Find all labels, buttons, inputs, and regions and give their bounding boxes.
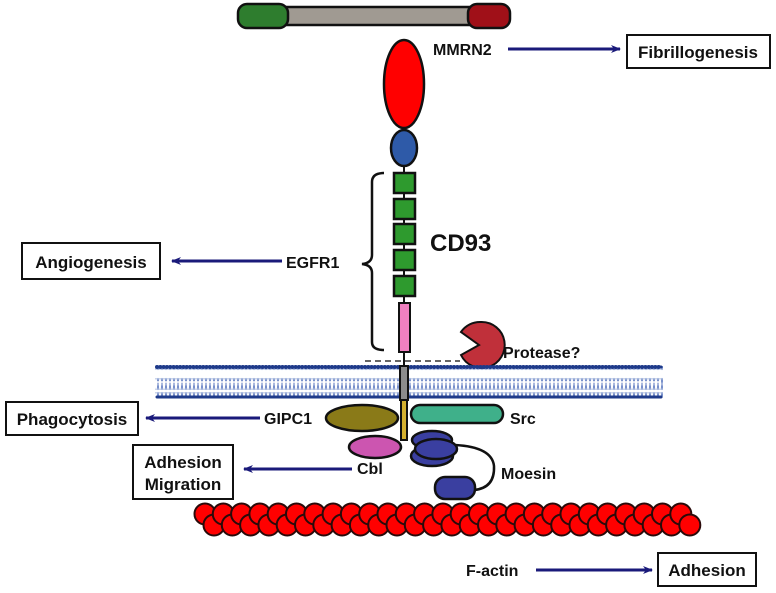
angiogenesis-box xyxy=(21,242,161,280)
egfr1-label: EGFR1 xyxy=(286,255,339,272)
src-label: Src xyxy=(510,411,536,428)
egf-domain xyxy=(392,248,417,272)
cd93-transmembrane-domain xyxy=(399,365,409,401)
mmrn2-label: MMRN2 xyxy=(433,42,492,59)
phagocytosis-label: Phagocytosis xyxy=(17,410,128,429)
fibrillogenesis-label: Fibrillogenesis xyxy=(638,43,758,62)
protease-label: Protease? xyxy=(503,345,580,362)
cd93-sushi-domain xyxy=(389,128,419,168)
angiogenesis-label: Angiogenesis xyxy=(35,253,146,272)
cd93-egf-domains xyxy=(392,171,417,298)
fibrillogenesis-box xyxy=(626,34,771,69)
cbl-protein xyxy=(347,434,403,460)
gipc1-protein xyxy=(324,403,400,433)
factin-label: F-actin xyxy=(466,563,518,580)
mmrn2-molecule xyxy=(236,2,512,30)
moesin-ferm-domain xyxy=(433,475,477,501)
moesin-label: Moesin xyxy=(501,466,556,483)
adhesion-label: Adhesion xyxy=(668,561,745,580)
mmrn2-left-domain xyxy=(236,2,290,30)
egf-domain xyxy=(392,274,417,298)
adhesion-box xyxy=(657,552,757,587)
cd93-ctld-domain xyxy=(382,38,426,130)
src-protein xyxy=(409,403,505,425)
gipc1-label: GIPC1 xyxy=(264,411,312,428)
moesin-linker xyxy=(454,443,496,492)
adhesion-migration-box xyxy=(132,444,234,500)
moesin-protein xyxy=(409,429,496,501)
egf-domain xyxy=(392,171,417,195)
phagocytosis-box xyxy=(5,401,139,436)
adhesion-migration-line2: Migration xyxy=(145,475,222,494)
mmrn2-right-domain xyxy=(466,2,512,30)
protease-icon xyxy=(459,320,506,369)
cd93-mucin-domain xyxy=(398,302,411,353)
f-actin-filament xyxy=(193,502,702,537)
cd93-cytoplasmic-tail xyxy=(400,399,408,441)
actin-monomer xyxy=(678,513,702,537)
extracellular-brace xyxy=(361,171,385,352)
egf-domain xyxy=(392,222,417,246)
cbl-label: Cbl xyxy=(357,461,383,478)
cd93-label: CD93 xyxy=(430,230,491,257)
egf-domain xyxy=(392,197,417,221)
mmrn2-middle xyxy=(280,5,474,27)
adhesion-migration-line1: Adhesion xyxy=(144,453,221,472)
